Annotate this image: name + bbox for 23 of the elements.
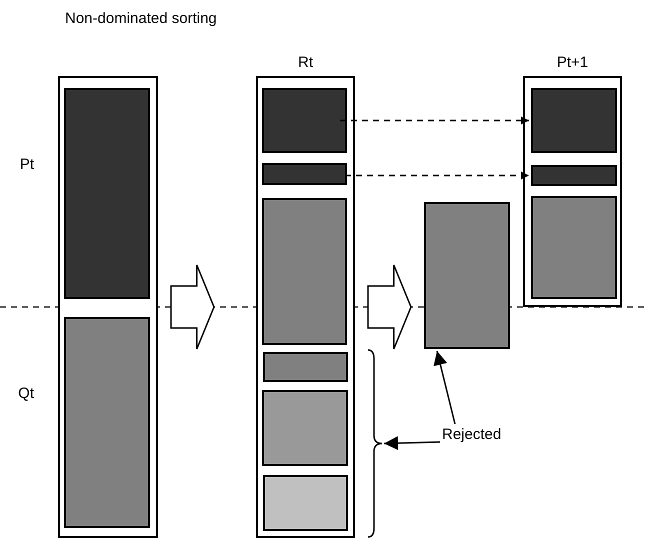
arrow bbox=[434, 350, 456, 424]
solution-block bbox=[263, 352, 348, 382]
solution-block bbox=[531, 88, 617, 153]
solution-block bbox=[531, 165, 617, 186]
column-heading: Rt bbox=[297, 54, 314, 71]
hollow-arrow bbox=[367, 264, 412, 350]
solution-block bbox=[531, 196, 617, 299]
population-label: Pt bbox=[20, 156, 34, 172]
rejected-block bbox=[424, 202, 510, 349]
hollow-arrow bbox=[170, 264, 215, 350]
dashed-arrow bbox=[340, 116, 529, 124]
solution-block bbox=[262, 163, 347, 185]
dashed-arrow bbox=[345, 172, 529, 180]
rejected-label: Rejected bbox=[442, 426, 522, 446]
solution-block bbox=[262, 88, 347, 153]
diagram-title: Non-dominated sorting bbox=[65, 10, 217, 27]
curly-brace bbox=[366, 349, 384, 538]
solution-block bbox=[263, 475, 348, 531]
arrow bbox=[384, 436, 440, 450]
population-label: Qt bbox=[18, 384, 34, 402]
column-heading: Pt+1 bbox=[556, 54, 590, 71]
solution-block bbox=[262, 198, 347, 345]
solution-block bbox=[262, 390, 348, 466]
